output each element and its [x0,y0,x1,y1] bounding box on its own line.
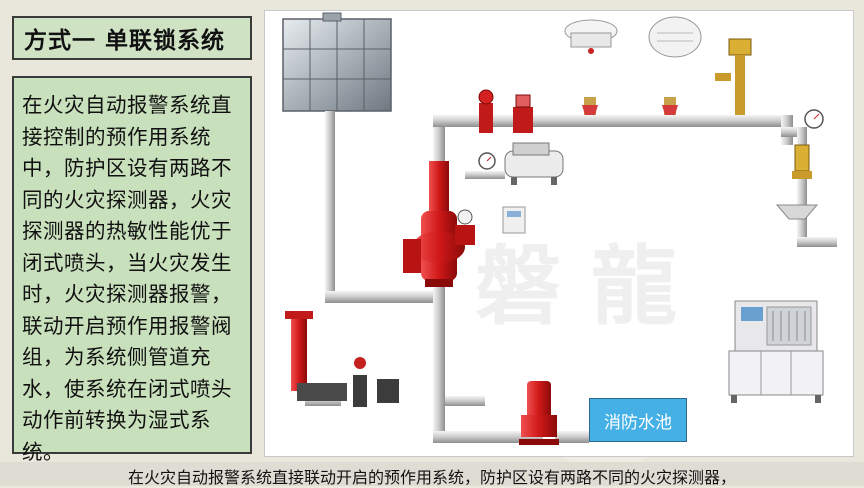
signal-valve [478,89,494,133]
water-tank [282,12,392,112]
electromagnetic-valve [513,94,533,133]
pressure-gauge-right [804,109,824,129]
pump-adapter [285,311,347,401]
diagram-canvas [282,12,837,445]
heat-detector [648,16,702,58]
subtitle-bar [0,462,864,486]
smoke-detector [564,19,618,54]
exhaust-valve [715,38,752,115]
end-test-valve [792,144,812,179]
slide-title: 方式一 单联锁系统 [12,16,252,60]
subtitle-caption: 在火灾自动报警系统直接联动开启的预作用系统，防护区设有两路不同的火灾探测器， [127,468,736,487]
air-compressor [504,142,564,185]
sprinkler-head-1 [582,97,598,115]
preaction-alarm-valve-group [403,161,475,287]
pressure-gauge-compressor [478,152,496,170]
fire-pump [519,381,559,445]
description-text: 在火灾自动报警系统直接控制的预作用系统中，防护区设有两路不同的火灾探测器，火灾探… [12,76,252,464]
sprinkler-head-2 [662,97,678,115]
gate-valve-1 [353,357,367,407]
fire-alarm-control-panel [728,300,824,403]
control-box [502,206,526,234]
system-diagram: 磐龍 消防水池 [264,10,854,457]
fire-water-pool: 消防水池 [589,398,687,442]
check-valve [377,379,399,403]
